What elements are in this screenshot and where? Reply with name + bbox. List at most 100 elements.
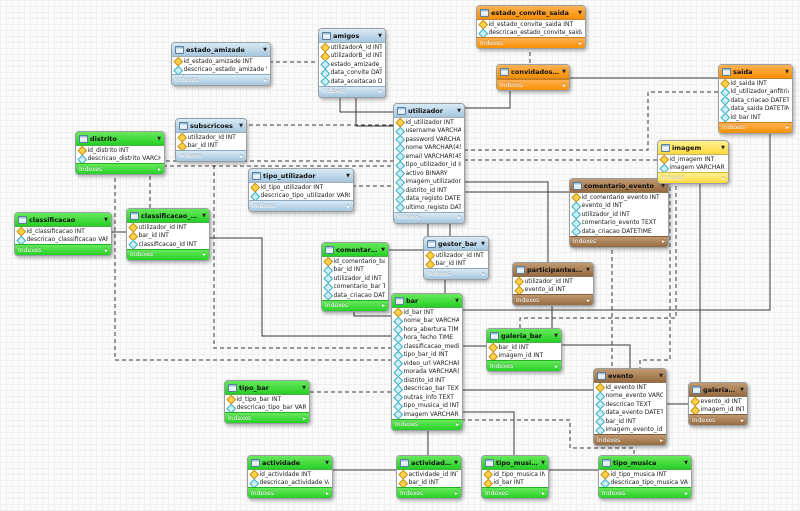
table-field-row[interactable]: id_utilizador_anfitriao INT: [719, 87, 792, 96]
table-field-row[interactable]: imagem_id INT: [487, 351, 561, 360]
table-field-row[interactable]: classificacao_media FLOAT: [392, 342, 462, 351]
table-field-row[interactable]: tipo_bar_id INT: [392, 350, 462, 359]
relationship-line[interactable]: [461, 419, 635, 455]
expand-arrow-icon[interactable]: ▸: [481, 270, 485, 278]
table-field-row[interactable]: id_bar INT: [719, 113, 792, 122]
table-header[interactable]: estado_convite_saida▼: [477, 6, 585, 20]
table-field-row[interactable]: id_saida INT: [719, 79, 792, 88]
table-field-row[interactable]: imagem VARCHAR(45): [392, 410, 462, 419]
indexes-footer[interactable]: Indexes▸: [594, 434, 666, 445]
indexes-footer[interactable]: Indexes▸: [392, 418, 462, 430]
collapse-arrow-icon[interactable]: ▼: [454, 459, 458, 466]
indexes-footer[interactable]: Indexes▸: [424, 268, 488, 279]
expand-arrow-icon[interactable]: ▸: [541, 489, 545, 497]
indexes-footer[interactable]: Indexes▸: [172, 74, 270, 85]
indexes-footer[interactable]: Indexes▸: [225, 412, 309, 423]
collapse-arrow-icon[interactable]: ▼: [578, 9, 582, 16]
table-convidados-sai[interactable]: convidados_sai...▼Indexes▸: [496, 64, 570, 91]
table-field-row[interactable]: utilizadorA_id INT: [319, 43, 385, 52]
expand-arrow-icon[interactable]: ▸: [325, 489, 329, 497]
collapse-arrow-icon[interactable]: ▼: [202, 212, 206, 219]
table-header[interactable]: saida▼: [719, 65, 792, 79]
table-header[interactable]: participantes_evento▼: [513, 263, 593, 277]
collapse-arrow-icon[interactable]: ▼: [455, 297, 459, 304]
relationship-line[interactable]: [114, 171, 391, 361]
table-header[interactable]: galeria_evento▼: [689, 383, 747, 397]
table-field-row[interactable]: password VARCHAR(16): [394, 135, 464, 144]
indexes-footer[interactable]: Indexes▸: [658, 172, 728, 183]
table-field-row[interactable]: id_distrito INT: [76, 146, 164, 155]
expand-arrow-icon[interactable]: ▸: [455, 421, 459, 428]
expand-arrow-icon[interactable]: ▸: [554, 362, 558, 370]
table-field-row[interactable]: id_classificacao INT: [15, 227, 111, 236]
table-field-row[interactable]: id_utilizador INT: [394, 118, 464, 127]
table-participantes-evento[interactable]: participantes_evento▼utilizador_id INTev…: [512, 262, 594, 306]
table-field-row[interactable]: id_estado_amizade INT: [172, 57, 270, 66]
table-field-row[interactable]: distrito_id INT: [392, 376, 462, 385]
expand-arrow-icon[interactable]: ▸: [659, 436, 663, 444]
table-estado-convite-saida[interactable]: estado_convite_saida▼id_estado_convite_s…: [476, 5, 586, 49]
relationship-line[interactable]: [149, 160, 393, 208]
collapse-arrow-icon[interactable]: ▼: [661, 182, 665, 189]
table-field-row[interactable]: bar_id INT: [322, 265, 388, 274]
collapse-arrow-icon[interactable]: ▼: [721, 144, 725, 151]
table-field-row[interactable]: utilizador_id INT: [176, 133, 246, 142]
table-field-row[interactable]: hora_abertura TIME: [392, 325, 462, 334]
relationship-line[interactable]: [355, 94, 393, 127]
table-header[interactable]: gestor_bar▼: [424, 237, 488, 251]
expand-arrow-icon[interactable]: ▸: [378, 88, 382, 95]
table-field-row[interactable]: descricao_estado_amizade VARCHAR(45): [172, 65, 270, 74]
table-header[interactable]: actividade_bar▼: [397, 456, 461, 470]
expand-arrow-icon[interactable]: ▸: [785, 124, 789, 131]
table-field-row[interactable]: tipo_utilizador_id INT: [394, 160, 464, 169]
table-field-row[interactable]: evento_id INT: [689, 397, 747, 406]
indexes-footer[interactable]: Indexes▸: [599, 487, 691, 498]
table-field-row[interactable]: evento_id INT: [513, 285, 593, 294]
table-field-row[interactable]: nome VARCHAR(45): [394, 143, 464, 152]
table-field-row[interactable]: data_saida DATETIME: [719, 104, 792, 113]
table-field-row[interactable]: bar_id INT: [487, 343, 561, 352]
table-header[interactable]: comentario_bar▼: [322, 243, 388, 257]
table-field-row[interactable]: data_criacao DATETIME: [570, 227, 668, 236]
indexes-footer[interactable]: Indexes▸: [248, 487, 332, 498]
table-header[interactable]: imagem▼: [658, 141, 728, 155]
collapse-arrow-icon[interactable]: ▼: [785, 68, 789, 75]
table-field-row[interactable]: tipo_musica_id INT: [392, 401, 462, 410]
table-field-row[interactable]: utilizador_id INT: [570, 210, 668, 219]
expand-arrow-icon[interactable]: ▸: [381, 302, 385, 309]
expand-arrow-icon[interactable]: ▸: [263, 76, 267, 84]
table-field-row[interactable]: bar_id INT: [127, 231, 209, 240]
table-field-row[interactable]: imagem_evento_id INT: [594, 425, 666, 434]
collapse-arrow-icon[interactable]: ▼: [239, 122, 243, 129]
table-field-row[interactable]: evento_id INT: [570, 201, 668, 210]
table-field-row[interactable]: nome_evento VARCHAR(45): [594, 391, 666, 400]
table-header[interactable]: tipo_bar▼: [225, 381, 309, 395]
collapse-arrow-icon[interactable]: ▼: [562, 68, 566, 75]
expand-arrow-icon[interactable]: ▸: [202, 251, 206, 258]
table-field-row[interactable]: imagem_utilizador_id INT: [394, 177, 464, 186]
indexes-footer[interactable]: Indexes▸: [497, 79, 569, 90]
collapse-arrow-icon[interactable]: ▼: [586, 266, 590, 273]
table-header[interactable]: galeria_bar▼: [487, 329, 561, 343]
table-field-row[interactable]: bar_id INT: [176, 141, 246, 150]
relationship-line[interactable]: [208, 237, 391, 337]
expand-arrow-icon[interactable]: ▸: [586, 296, 590, 304]
relationship-line[interactable]: [463, 91, 718, 151]
indexes-footer[interactable]: Indexes▸: [513, 294, 593, 305]
table-field-row[interactable]: id_estado_convite_saida INT: [477, 20, 585, 29]
table-field-row[interactable]: id_tipo_bar INT: [225, 395, 309, 404]
table-field-row[interactable]: email VARCHAR(45): [394, 152, 464, 161]
expand-arrow-icon[interactable]: ▸: [346, 202, 350, 210]
relationship-line[interactable]: [519, 180, 677, 328]
table-header[interactable]: convidados_sai...▼: [497, 65, 569, 79]
table-field-row[interactable]: username VARCHAR(45): [394, 126, 464, 135]
